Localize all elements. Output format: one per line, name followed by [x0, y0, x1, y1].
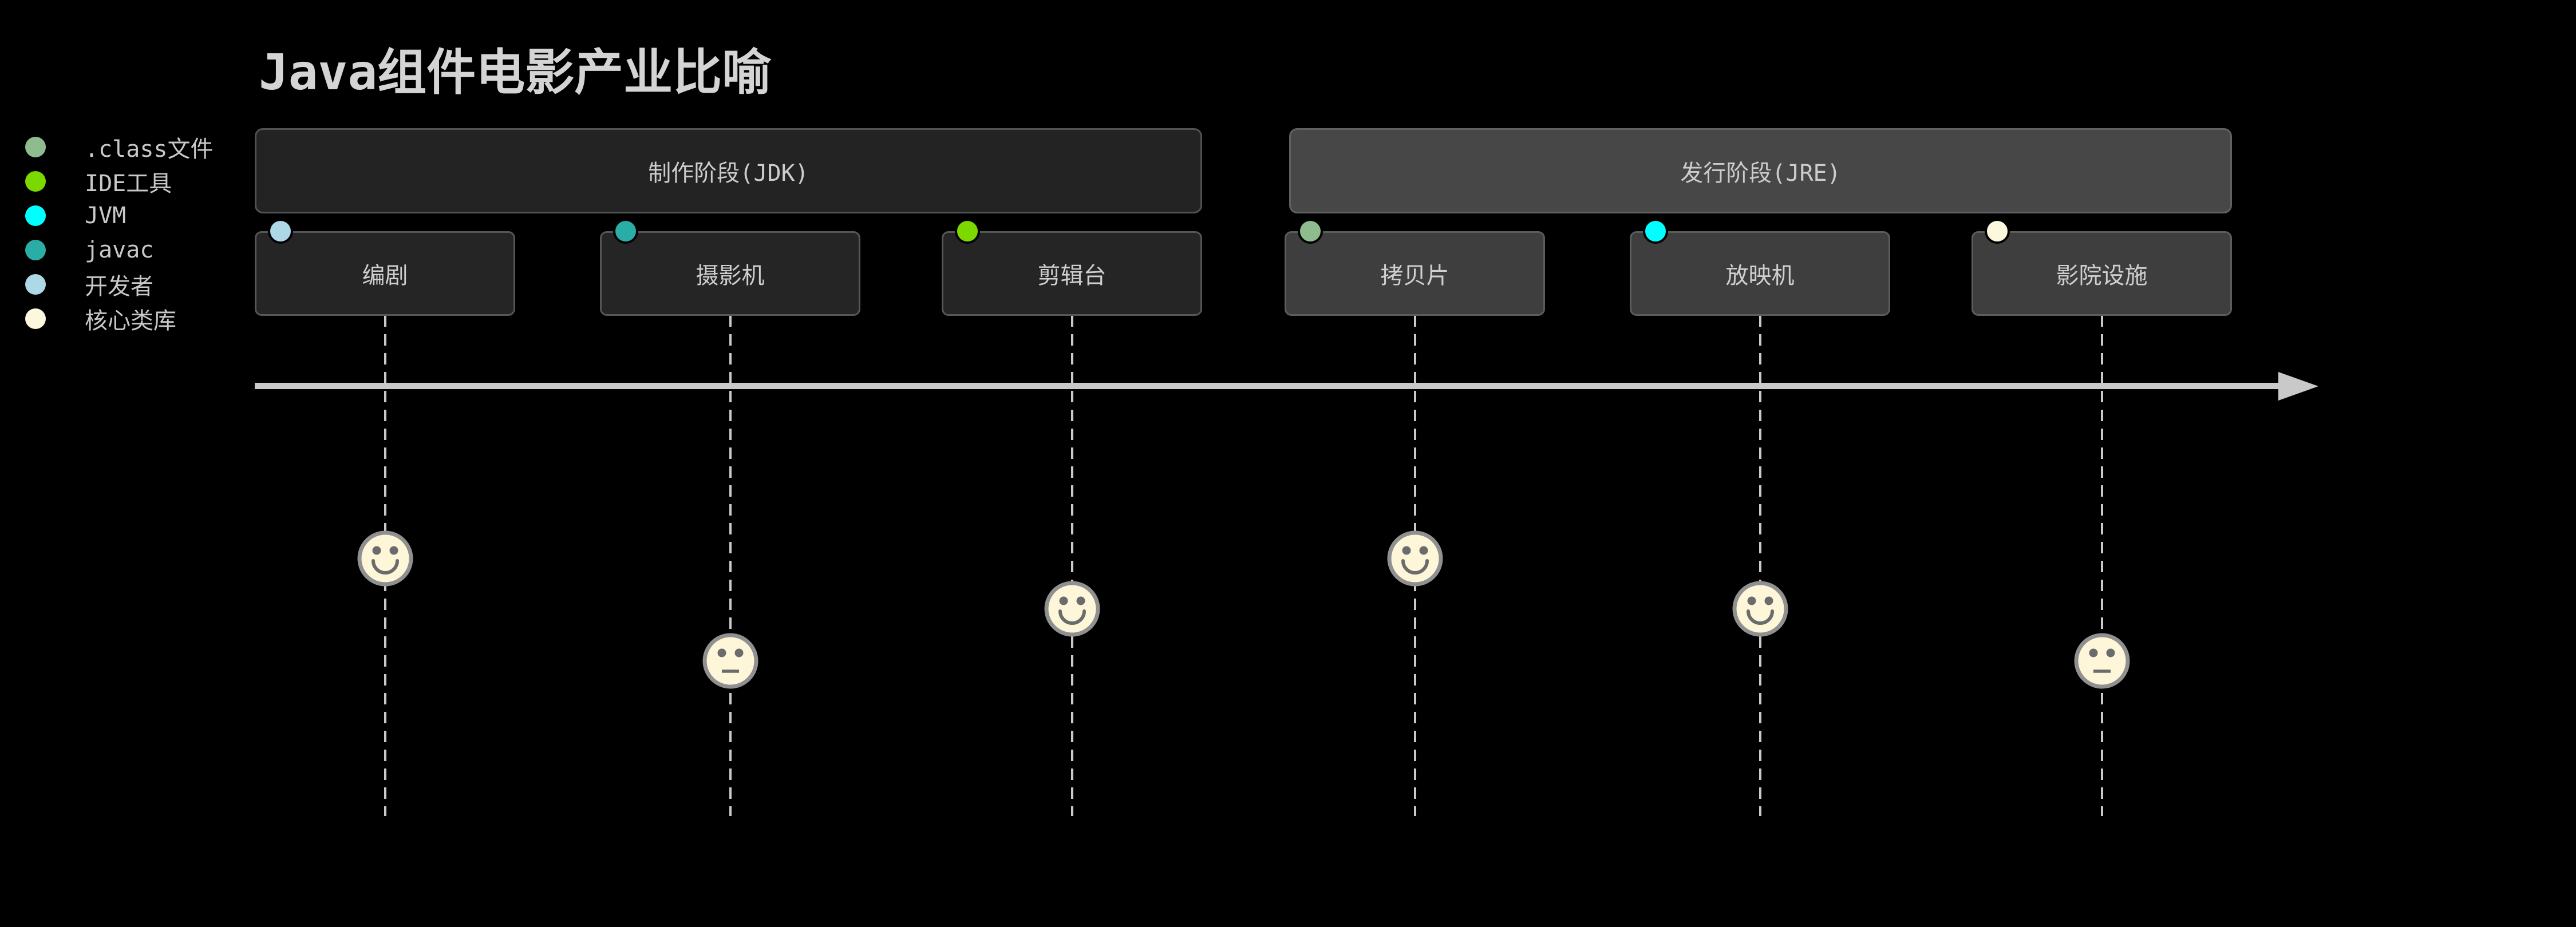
neutral-face-icon [2074, 633, 2130, 689]
component-dot-icon [1985, 219, 2010, 244]
component-label: 摄影机 [696, 263, 765, 289]
legend-dot-icon [25, 171, 46, 192]
legend-label: 开发者 [85, 274, 153, 300]
legend-item: IDE工具 [24, 164, 214, 199]
legend-dot-icon [25, 240, 46, 260]
smile-mouth [1058, 609, 1086, 625]
face-eye [2089, 648, 2098, 657]
component-label: 放映机 [1725, 263, 1795, 289]
smiley-face-icon [1044, 581, 1100, 637]
component-box-bianju: 编剧 [255, 231, 515, 316]
smile-mouth [1401, 559, 1429, 575]
legend-item: JVM [24, 199, 214, 233]
component-dot-icon [1643, 219, 1668, 244]
legend-item: .class文件 [24, 130, 214, 164]
phase-label: 制作阶段(JDK) [648, 160, 809, 187]
legend-label: .class文件 [85, 136, 214, 163]
legend-dot-icon [25, 274, 46, 295]
dashed-connector-line [2101, 315, 2103, 816]
face-eye [372, 546, 381, 555]
component-box-fangyingji: 放映机 [1630, 231, 1890, 316]
component-dot-icon [613, 219, 638, 244]
face-eye [734, 648, 744, 657]
dashed-connector-line [1759, 315, 1761, 816]
legend-dot-icon [25, 137, 46, 157]
legend-dot-icon [25, 308, 46, 329]
face-eye [717, 648, 726, 657]
diagram-title: Java组件电影产业比喻 [259, 44, 772, 101]
component-dot-icon [955, 219, 980, 244]
component-dot-icon [1298, 219, 1323, 244]
phase-box-jre: 发行阶段(JRE) [1289, 128, 2232, 213]
component-dot-icon [268, 219, 293, 244]
legend-label: 核心类库 [85, 308, 176, 334]
dashed-connector-line [729, 315, 732, 816]
smile-mouth [1747, 609, 1774, 625]
component-box-yingyuansheshi: 影院设施 [1971, 231, 2232, 316]
legend-item: 核心类库 [24, 302, 214, 336]
phase-label: 发行阶段(JRE) [1680, 160, 1841, 187]
face-eye [389, 546, 398, 555]
phase-box-jdk: 制作阶段(JDK) [255, 128, 1202, 213]
component-box-kaobeipian: 拷贝片 [1285, 231, 1545, 316]
legend-item: javac [24, 233, 214, 267]
face-eye [1747, 596, 1756, 605]
face-eye [1059, 596, 1068, 605]
component-label: 编剧 [362, 263, 408, 289]
component-label: 影院设施 [2056, 263, 2148, 289]
legend-label: IDE工具 [85, 171, 172, 197]
face-eye [1076, 596, 1085, 605]
component-box-jianjitai: 剪辑台 [942, 231, 1202, 316]
face-eye [1402, 546, 1411, 555]
legend-item: 开发者 [24, 267, 214, 302]
timeline-arrow [255, 372, 2318, 401]
component-label: 拷贝片 [1380, 263, 1449, 289]
smiley-face-icon [1732, 581, 1788, 637]
component-box-sheyingji: 摄影机 [600, 231, 860, 316]
face-eye [1764, 596, 1773, 605]
legend-label: javac [85, 237, 154, 263]
legend-dot-icon [25, 205, 46, 226]
legend-label: JVM [85, 203, 127, 229]
legend: .class文件 IDE工具 JVM javac 开发者 核心类库 [24, 130, 214, 336]
smiley-face-icon [357, 530, 413, 587]
face-eye [1419, 546, 1428, 555]
dashed-connector-line [1071, 315, 1073, 816]
smile-mouth [372, 559, 399, 575]
component-label: 剪辑台 [1037, 263, 1107, 289]
neutral-face-icon [702, 633, 758, 689]
smiley-face-icon [1387, 530, 1443, 587]
face-eye [2106, 648, 2115, 657]
